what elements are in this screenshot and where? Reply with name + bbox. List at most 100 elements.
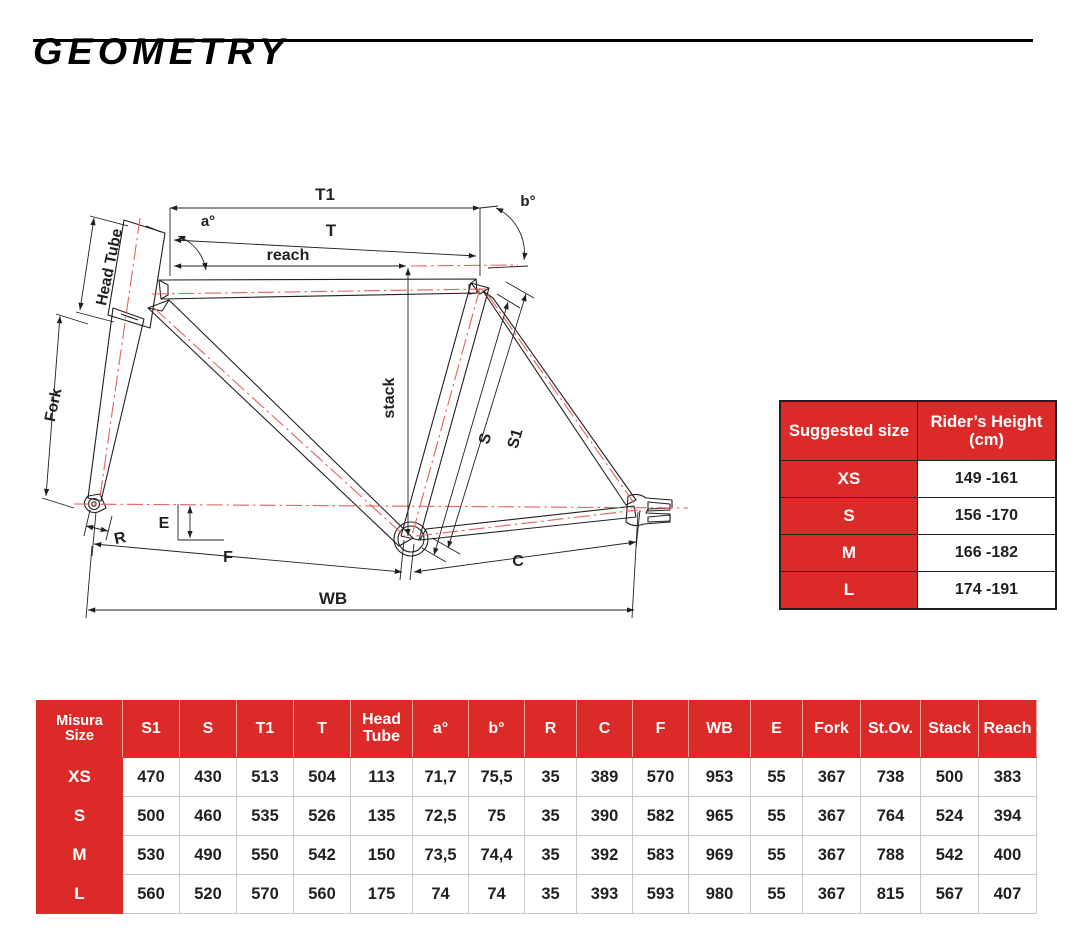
geo-cell-xs-t1: 513	[236, 757, 294, 797]
rider-height-xs: 149 -161	[917, 460, 1057, 498]
geo-cell-m-t1: 550	[236, 835, 294, 875]
geo-header-s1: S1	[122, 700, 180, 758]
geo-cell-xs-wb: 953	[688, 757, 751, 797]
geo-cell-s-r: 35	[524, 796, 577, 836]
geo-cell-l-stack: 567	[920, 874, 979, 914]
geo-cell-s-c: 390	[576, 796, 633, 836]
rider-height-table: Suggested size Rider’s Height (cm) XS 14…	[779, 400, 1057, 610]
geo-size-m: M	[36, 835, 123, 875]
geo-header-t1: T1	[236, 700, 294, 758]
geo-cell-l-c: 393	[576, 874, 633, 914]
rider-table-row: M 166 -182	[779, 534, 1057, 572]
geo-cell-m-r: 35	[524, 835, 577, 875]
geo-cell-xs-s: 430	[179, 757, 237, 797]
geo-cell-s-wb: 965	[688, 796, 751, 836]
page-header: GEOMETRY	[0, 0, 1080, 90]
rider-size-s: S	[779, 497, 918, 535]
geo-header-stack: Stack	[920, 700, 979, 758]
geo-cell-xs-a: 71,7	[412, 757, 469, 797]
geo-cell-s-t1: 535	[236, 796, 294, 836]
geo-cell-l-reach: 407	[978, 874, 1037, 914]
geo-header-e: E	[750, 700, 803, 758]
geo-cell-xs-head-tube: 113	[350, 757, 413, 797]
header-rule	[33, 39, 1033, 42]
label-c: C	[512, 553, 524, 570]
rider-size-m: M	[779, 534, 918, 572]
geo-cell-l-wb: 980	[688, 874, 751, 914]
label-stack: stack	[381, 377, 398, 418]
geo-cell-l-s: 520	[179, 874, 237, 914]
geo-cell-s-stack: 524	[920, 796, 979, 836]
label-a-angle: a°	[201, 213, 215, 230]
geo-header-s: S	[179, 700, 237, 758]
geo-header-wb: WB	[688, 700, 751, 758]
geo-cell-m-st-ov: 788	[860, 835, 921, 875]
geo-cell-s-s1: 500	[122, 796, 180, 836]
geo-header-r: R	[524, 700, 577, 758]
geo-cell-xs-st-ov: 738	[860, 757, 921, 797]
geo-cell-s-t: 526	[293, 796, 351, 836]
geo-cell-m-stack: 542	[920, 835, 979, 875]
geo-cell-l-fork: 367	[802, 874, 861, 914]
label-t1: T1	[315, 185, 335, 204]
label-fork: Fork	[42, 387, 66, 424]
geo-size-s: S	[36, 796, 123, 836]
geo-header-f: F	[632, 700, 689, 758]
geo-cell-s-f: 582	[632, 796, 689, 836]
label-b-angle: b°	[520, 193, 535, 210]
geo-cell-s-st-ov: 764	[860, 796, 921, 836]
frame-geometry-diagram: T1 T reach a° b° Head Tube Fork stack S …	[28, 148, 708, 633]
geo-cell-s-reach: 394	[978, 796, 1037, 836]
rider-table-row: L 174 -191	[779, 571, 1057, 610]
rider-header-height: Rider’s Height (cm)	[917, 400, 1057, 461]
geo-cell-xs-reach: 383	[978, 757, 1037, 797]
label-s1: S1	[505, 427, 527, 451]
label-f: F	[223, 549, 233, 566]
rider-header-size: Suggested size	[779, 400, 918, 461]
geo-cell-m-a: 73,5	[412, 835, 469, 875]
geo-cell-l-st-ov: 815	[860, 874, 921, 914]
geo-header-fork: Fork	[802, 700, 861, 758]
geo-cell-xs-fork: 367	[802, 757, 861, 797]
geo-cell-xs-f: 570	[632, 757, 689, 797]
geo-cell-m-head-tube: 150	[350, 835, 413, 875]
geo-cell-xs-b: 75,5	[468, 757, 525, 797]
geo-cell-l-t1: 570	[236, 874, 294, 914]
geo-cell-s-a: 72,5	[412, 796, 469, 836]
geo-cell-l-f: 593	[632, 874, 689, 914]
geo-cell-m-wb: 969	[688, 835, 751, 875]
page-title: GEOMETRY	[33, 31, 290, 72]
geo-cell-xs-r: 35	[524, 757, 577, 797]
geo-cell-l-a: 74	[412, 874, 469, 914]
rider-table-header-row: Suggested size Rider’s Height (cm)	[779, 400, 1057, 461]
geo-header-c: C	[576, 700, 633, 758]
label-reach: reach	[267, 247, 310, 264]
rider-height-l: 174 -191	[917, 571, 1057, 610]
label-s: S	[476, 431, 495, 446]
label-t: T	[326, 221, 337, 240]
geo-cell-xs-s1: 470	[122, 757, 180, 797]
geo-cell-xs-t: 504	[293, 757, 351, 797]
label-e: E	[159, 515, 170, 532]
geo-cell-m-c: 392	[576, 835, 633, 875]
rider-size-l: L	[779, 571, 918, 610]
geo-cell-l-r: 35	[524, 874, 577, 914]
geo-cell-l-t: 560	[293, 874, 351, 914]
geo-cell-m-t: 542	[293, 835, 351, 875]
geo-cell-m-fork: 367	[802, 835, 861, 875]
geo-cell-l-s1: 560	[122, 874, 180, 914]
geo-header-st-ov: St.Ov.	[860, 700, 921, 758]
geo-cell-xs-stack: 500	[920, 757, 979, 797]
label-wb: WB	[319, 589, 347, 608]
label-head-tube: Head Tube	[93, 227, 126, 307]
geo-cell-s-s: 460	[179, 796, 237, 836]
geo-cell-s-fork: 367	[802, 796, 861, 836]
geo-cell-m-s: 490	[179, 835, 237, 875]
geo-cell-s-e: 55	[750, 796, 803, 836]
